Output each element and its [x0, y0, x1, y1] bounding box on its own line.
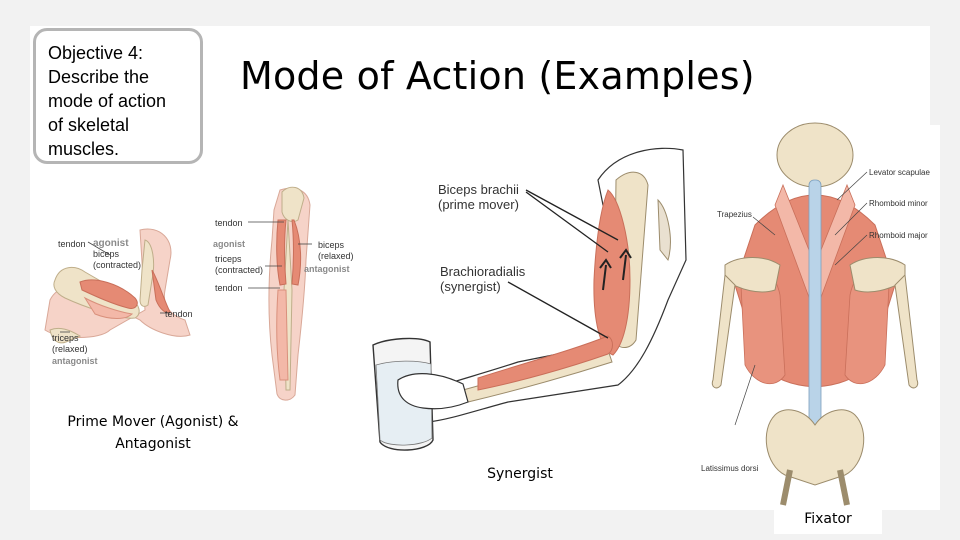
- label-latissimus-dorsi: Latissimus dorsi: [701, 464, 759, 473]
- label-antagonist-right: antagonist: [304, 264, 350, 274]
- label-rhomboid-minor: Rhomboid minor: [869, 199, 928, 208]
- synergist-diagram: Biceps brachii (prime mover) Brachioradi…: [372, 147, 687, 451]
- objective-line-1: Objective 4:: [48, 43, 144, 63]
- objective-line-4: of skeletal: [48, 115, 130, 135]
- label-leader-lines: [60, 221, 312, 333]
- label-triceps-relaxed-2: (relaxed): [52, 344, 88, 354]
- label-leader-lines: [734, 171, 868, 426]
- agonist-antagonist-diagram: tendon tendon agonist biceps (contracted…: [44, 186, 354, 401]
- label-agonist-left: agonist: [93, 238, 129, 249]
- back-skeleton-illustration: [711, 122, 919, 506]
- label-triceps-contracted-1: triceps: [215, 254, 242, 264]
- label-biceps-relaxed-2: (relaxed): [318, 251, 354, 261]
- caption-fixator: Fixator: [774, 508, 882, 534]
- objective-line-2: Describe the: [48, 67, 150, 87]
- label-tendon-mid: tendon: [215, 283, 243, 293]
- label-prime-mover: (prime mover): [438, 197, 519, 212]
- label-antagonist-left: antagonist: [52, 356, 98, 366]
- extended-arm-illustration: [268, 186, 311, 401]
- label-agonist-right: agonist: [213, 239, 245, 249]
- label-biceps-relaxed-1: biceps: [318, 240, 345, 250]
- label-leader-lines: [507, 189, 619, 339]
- caption-prime-mover: Prime Mover (Agonist) & Antagonist: [58, 411, 248, 455]
- label-tendon-elbow: tendon: [165, 309, 193, 319]
- label-biceps-contracted-1: biceps: [93, 249, 120, 259]
- caption-synergist: Synergist: [487, 466, 553, 482]
- label-tendon-top: tendon: [215, 218, 243, 228]
- caption-prime-line-2: Antagonist: [115, 436, 191, 452]
- label-triceps-contracted-2: (contracted): [215, 265, 263, 275]
- caption-prime-line-1: Prime Mover (Agonist) &: [67, 414, 239, 430]
- label-trapezius: Trapezius: [717, 210, 752, 219]
- objective-line-3: mode of action: [48, 91, 167, 111]
- arm-holding-glass-illustration: [372, 147, 687, 451]
- label-triceps-relaxed-1: triceps: [52, 333, 79, 343]
- slide-title: Mode of Action (Examples): [240, 54, 755, 98]
- flexed-arm-illustration: [44, 228, 191, 344]
- label-tendon-left: tendon: [58, 239, 86, 249]
- label-synergist: (synergist): [440, 279, 501, 294]
- label-brachioradialis: Brachioradialis: [440, 264, 526, 279]
- fixator-diagram: Levator scapulae Rhomboid minor Trapeziu…: [695, 122, 940, 510]
- label-levator-scapulae: Levator scapulae: [869, 168, 930, 177]
- objective-box: Objective 4: Describe the mode of action…: [33, 28, 203, 164]
- label-biceps-brachii: Biceps brachii: [438, 182, 519, 197]
- objective-line-5: muscles.: [48, 139, 120, 159]
- label-biceps-contracted-2: (contracted): [93, 260, 141, 270]
- label-rhomboid-major: Rhomboid major: [869, 231, 928, 240]
